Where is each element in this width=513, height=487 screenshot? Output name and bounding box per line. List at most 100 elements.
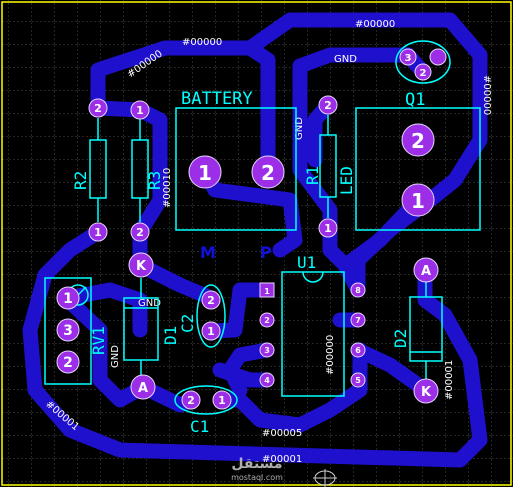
r1-value: LED bbox=[337, 166, 356, 195]
pad-num: K bbox=[136, 259, 147, 274]
c2-outline bbox=[196, 284, 226, 348]
pad-r3-1 bbox=[130, 100, 150, 120]
pad-num: 3 bbox=[264, 346, 270, 355]
watermark-logo: مستقل bbox=[231, 456, 282, 472]
pad-d1-k bbox=[128, 252, 154, 278]
pad-u1-5 bbox=[350, 372, 366, 388]
mirror-mark-right: P bbox=[260, 243, 272, 262]
pad-q1-1 bbox=[401, 183, 435, 217]
net-label: #00000 bbox=[355, 19, 395, 30]
pad-d2-k bbox=[413, 378, 439, 404]
r2-label: R2 bbox=[71, 171, 90, 190]
pad-num: 6 bbox=[355, 346, 361, 355]
u1-outline bbox=[281, 271, 345, 397]
q1-small-outline bbox=[395, 40, 451, 84]
pad-u1-8 bbox=[350, 282, 366, 298]
pad-rv1-2 bbox=[56, 350, 80, 374]
pad-rv1-3 bbox=[56, 318, 80, 342]
d2-label: D2 bbox=[391, 329, 410, 348]
pad-num: 2 bbox=[94, 102, 102, 115]
pad-r1-2 bbox=[318, 95, 338, 115]
trace-rv1 bbox=[60, 282, 148, 338]
pad-num: 3 bbox=[405, 53, 412, 64]
pad-num: 2 bbox=[63, 355, 73, 371]
net-label: #00005 bbox=[262, 428, 302, 439]
watermark-site: mostaql.com bbox=[231, 473, 283, 482]
pad-num: 3 bbox=[63, 323, 73, 339]
pad-c1-1 bbox=[212, 390, 232, 410]
pad-rv1-1 bbox=[56, 286, 80, 310]
pad-num: A bbox=[421, 264, 431, 279]
pad-numbers: 1 2 2 1 3 2 2 1 1 2 2 1 1 3 2 K A A K 2 … bbox=[63, 53, 432, 407]
pad-num: 2 bbox=[411, 129, 425, 153]
trace-r3-k bbox=[132, 102, 168, 273]
pad-num: K bbox=[421, 385, 432, 400]
pad-u1-1 bbox=[259, 282, 275, 298]
net-label: #00000 bbox=[481, 75, 492, 115]
c1-outline bbox=[174, 385, 238, 415]
pad-c2-2 bbox=[201, 290, 221, 310]
pad-num: 2 bbox=[136, 226, 144, 239]
net-label: #00010 bbox=[162, 168, 173, 208]
pad-num: 8 bbox=[355, 286, 361, 295]
pad-c1-2 bbox=[181, 390, 201, 410]
pad-q1-extra bbox=[429, 48, 447, 66]
pad-num: 1 bbox=[324, 222, 332, 235]
trace-u1-6 bbox=[350, 342, 433, 398]
pad-num: 1 bbox=[264, 287, 270, 296]
pad-num: 4 bbox=[264, 376, 270, 385]
pad-r1-1 bbox=[318, 218, 338, 238]
pad-num: 1 bbox=[218, 394, 226, 407]
q1-label: Q1 bbox=[405, 90, 425, 110]
pad-num: 1 bbox=[63, 291, 73, 307]
trace-d1-a bbox=[60, 292, 151, 408]
trace-q1-to-r1 bbox=[342, 192, 426, 270]
trace-r2-left bbox=[22, 224, 488, 468]
q1-outline bbox=[355, 107, 481, 231]
d1-label: D1 bbox=[161, 326, 180, 345]
net-label: #00001 bbox=[262, 454, 302, 465]
u1-notch bbox=[302, 271, 324, 283]
pad-r2-2 bbox=[88, 98, 108, 118]
pad-num: 1 bbox=[411, 189, 425, 213]
origin-marker-icon bbox=[313, 469, 337, 487]
pad-u1-3 bbox=[259, 342, 275, 358]
pad-u1-6 bbox=[350, 342, 366, 358]
net-label: GND bbox=[138, 298, 161, 309]
mirror-marks: M P bbox=[200, 243, 272, 262]
net-label: GND bbox=[294, 117, 305, 140]
pad-battery-2 bbox=[251, 155, 285, 189]
pad-num: 2 bbox=[324, 99, 332, 112]
pad-r2-1 bbox=[88, 222, 108, 242]
c1-label: C1 bbox=[190, 417, 209, 436]
pad-c2-1 bbox=[201, 321, 221, 341]
pad-num: 5 bbox=[355, 376, 361, 385]
pads bbox=[56, 48, 447, 410]
pad-num: 7 bbox=[355, 316, 361, 325]
pad-q1-2 bbox=[401, 123, 435, 157]
pad-d2-a bbox=[413, 257, 439, 283]
r1-label: R1 bbox=[303, 166, 322, 185]
pad-battery-1 bbox=[188, 155, 222, 189]
battery-outline bbox=[175, 107, 297, 231]
pad-d1-a bbox=[130, 374, 156, 400]
trace-gnd-top bbox=[292, 58, 338, 236]
pad-num: 1 bbox=[136, 104, 144, 117]
pad-num: 1 bbox=[94, 226, 102, 239]
pad-q1-3 bbox=[399, 48, 417, 66]
pad-num: A bbox=[138, 381, 148, 396]
designators: BATTERY Q1 R2 R3 R1 LED U1 RV1 D1 C2 D2 … bbox=[71, 89, 425, 436]
net-label: #00000 bbox=[182, 37, 222, 48]
pad-u1-2 bbox=[259, 312, 275, 328]
pad-q1-small2 bbox=[414, 63, 432, 81]
trace-r1-u1 bbox=[322, 220, 366, 298]
rv1-label: RV1 bbox=[89, 326, 108, 355]
pad-u1-7 bbox=[350, 312, 366, 328]
c2-label: C2 bbox=[178, 314, 197, 333]
trace-gnd-to-q1 bbox=[292, 47, 416, 74]
r3-label: R3 bbox=[145, 171, 164, 190]
pad-u1-4 bbox=[259, 372, 275, 388]
